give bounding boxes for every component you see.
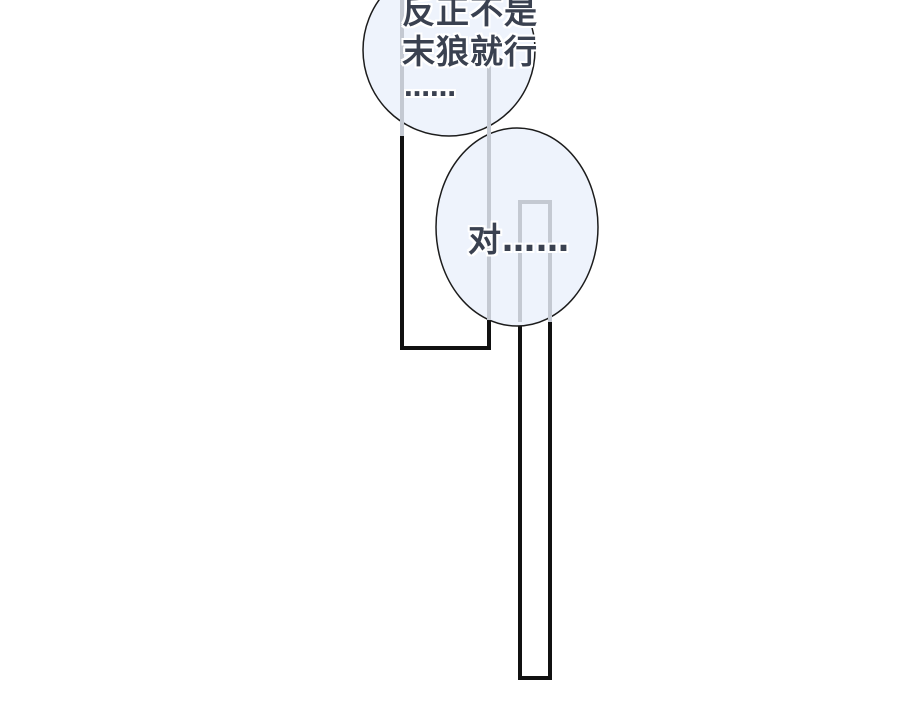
bubble-bottom-text: 对…… <box>468 220 570 259</box>
left-frame-line <box>400 110 491 350</box>
bubble-top-text-line-2: 末狼就行 <box>402 32 538 71</box>
faded-bar-top <box>518 200 552 322</box>
bubble-top-text-line-3: …… <box>404 73 456 103</box>
speech-bubble-top <box>362 0 536 137</box>
speech-bubble-bottom <box>435 127 599 327</box>
bubble-top-text-line-1: 反正不是 <box>402 0 538 31</box>
tall-bar-line <box>518 320 552 680</box>
